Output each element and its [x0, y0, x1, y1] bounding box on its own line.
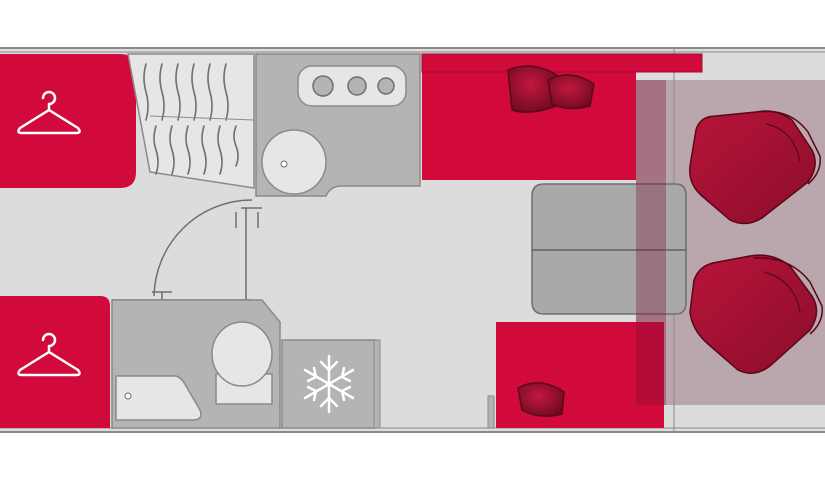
sink-drain — [280, 160, 288, 168]
hanger-icon — [17, 90, 81, 135]
snowflake-icon — [303, 354, 355, 414]
toilet-bowl — [211, 321, 273, 387]
wall-post — [373, 339, 381, 429]
bunk-storage — [127, 53, 255, 189]
storage-slats — [143, 63, 239, 175]
sofa-cushion — [507, 65, 595, 113]
sofa-cushion — [517, 382, 565, 417]
door-swing-arc — [153, 199, 253, 297]
shower-drain — [124, 392, 132, 400]
driver-seat — [689, 110, 821, 225]
shower-tray — [115, 375, 202, 421]
hanger-icon — [17, 332, 81, 377]
kitchen-sink — [261, 129, 327, 195]
passenger-seat — [689, 254, 823, 374]
dinette-table — [531, 183, 687, 315]
burner — [347, 76, 367, 96]
wall-post — [487, 395, 495, 429]
front-sofa-backrest — [421, 53, 703, 73]
wardrobe-bottom — [0, 296, 110, 428]
burner — [312, 75, 334, 97]
storage-divider — [149, 115, 255, 121]
burner — [377, 77, 395, 95]
cab-overlay-band — [636, 80, 666, 405]
